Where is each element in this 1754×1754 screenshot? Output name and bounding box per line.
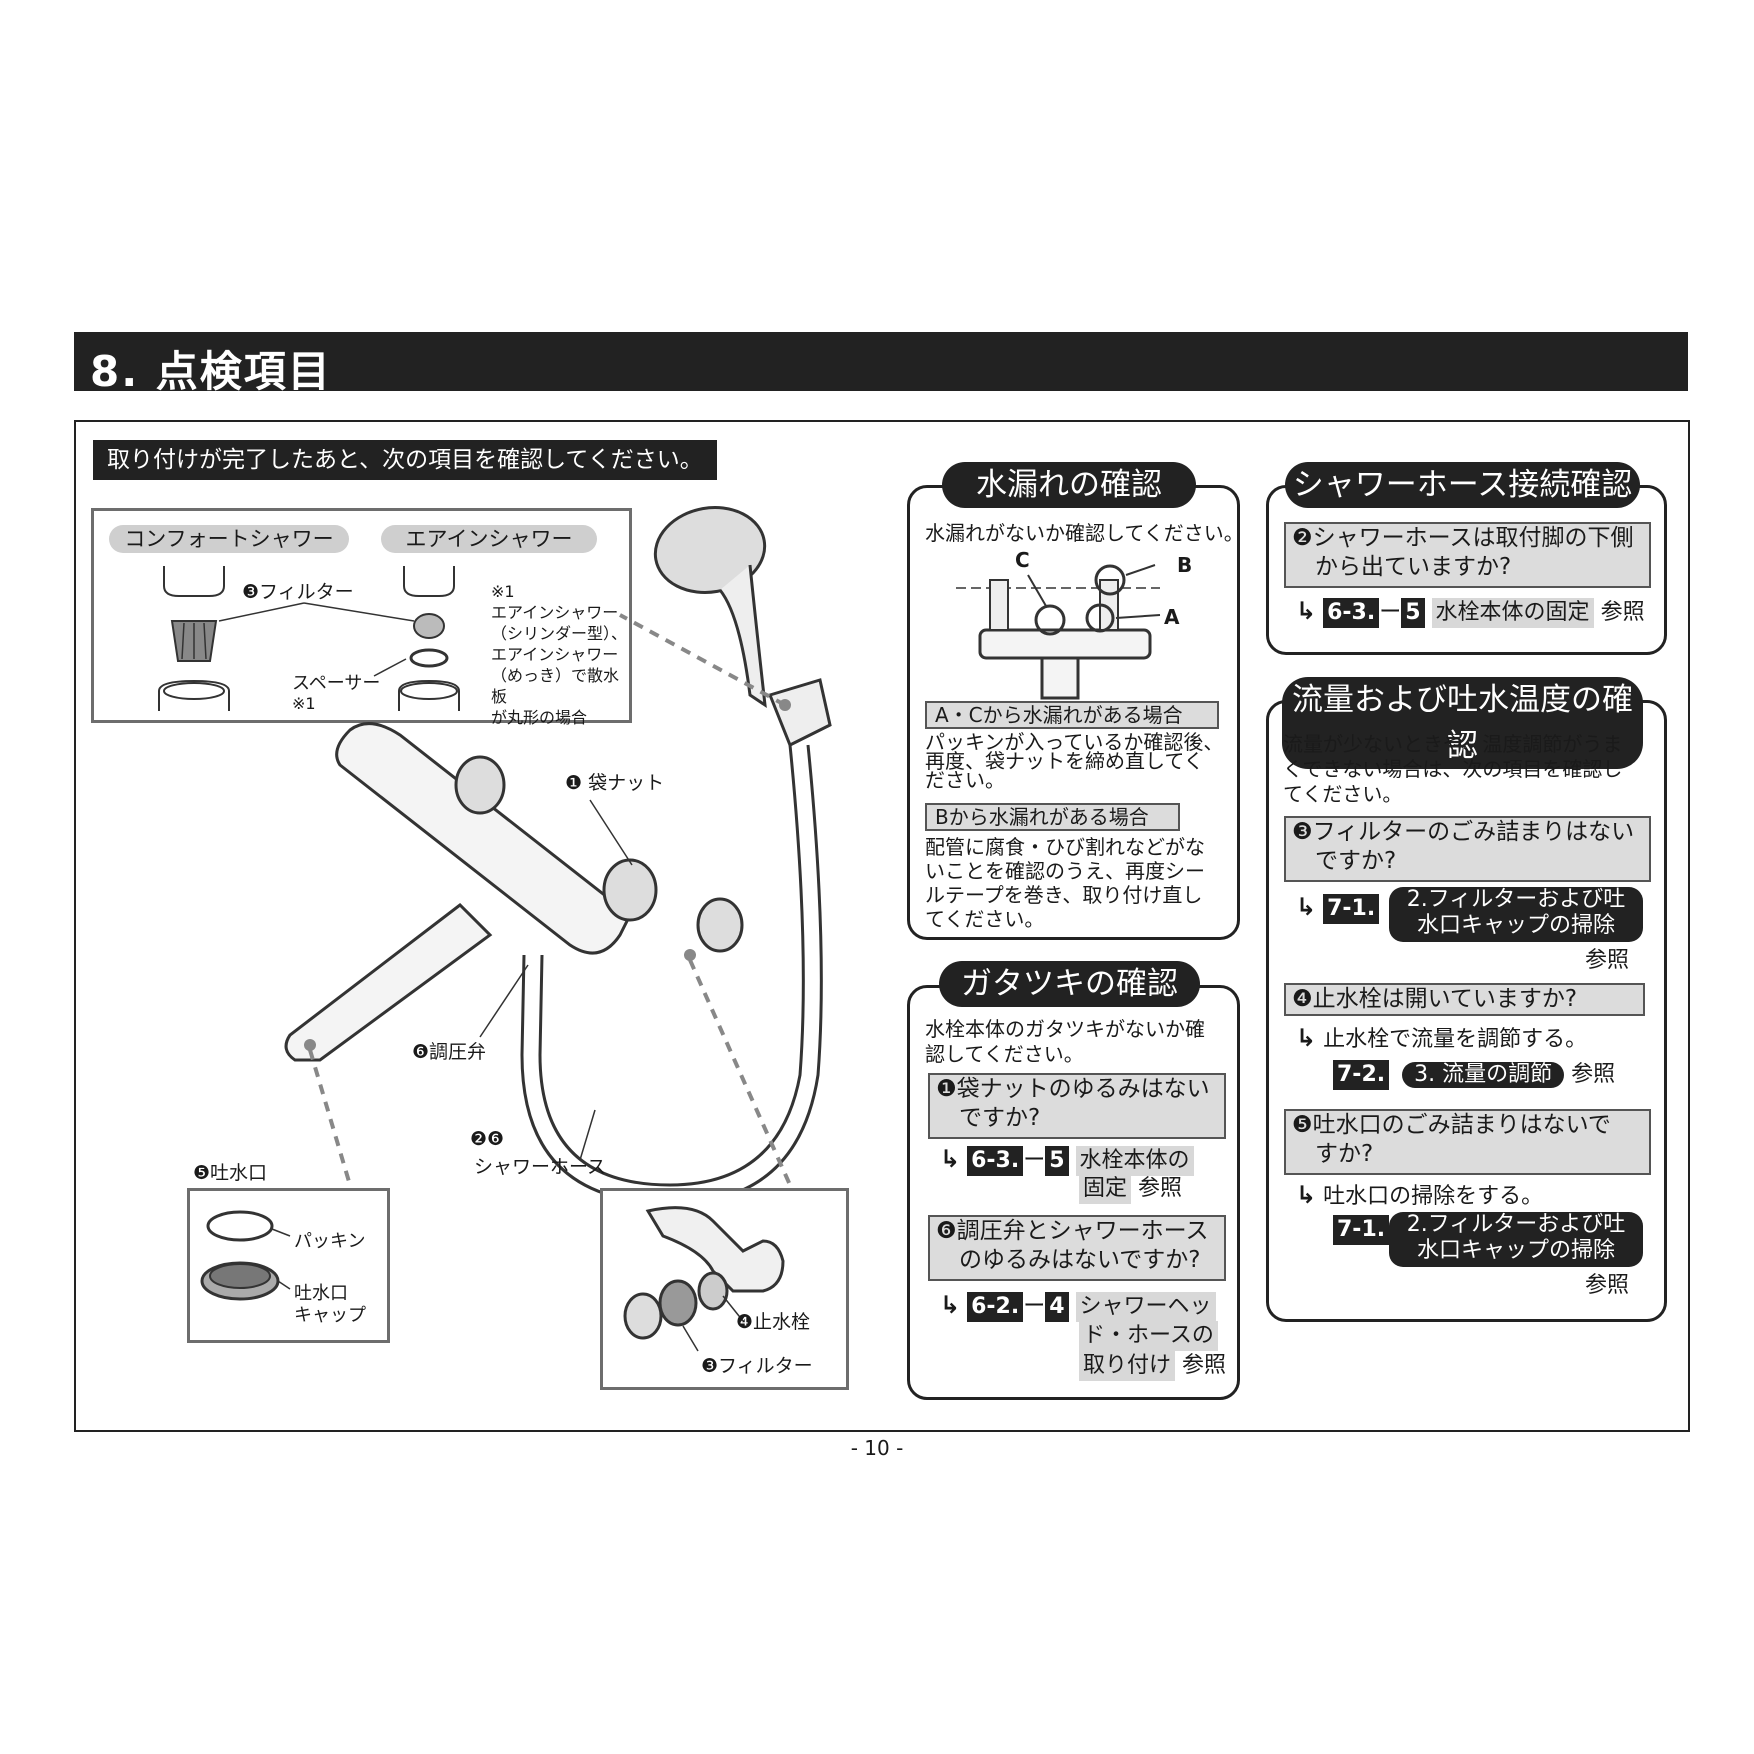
- packing-label: パッキン: [294, 1231, 366, 1252]
- flow-ref-3-pill: 2.フィルターおよび吐 水口キャップの掃除: [1389, 887, 1643, 942]
- content-frame: [74, 420, 1690, 1432]
- ref-section-badge: 7-2.: [1333, 1060, 1390, 1090]
- ref-arrow-icon: ↳: [940, 1291, 961, 1319]
- leak-label-c: C: [1015, 548, 1030, 572]
- ref-section-badge: 7-1.: [1323, 894, 1380, 924]
- ref-arrow-icon: ↳: [1296, 1024, 1317, 1052]
- ref-section-badge: 6-3.: [967, 1146, 1024, 1176]
- spout-cap-label-2: キャップ: [294, 1305, 366, 1326]
- leak-case-b: Bから水漏れがある場合: [925, 803, 1180, 831]
- flow-ref-4-pill: 3. 流量の調節: [1402, 1062, 1565, 1088]
- flow-question-3: ❸フィルターのごみ詰まりはない ですか?: [1284, 816, 1651, 882]
- ref-arrow-icon: ↳: [940, 1145, 961, 1173]
- airin-note: エアインシャワー （シリンダー型）、 エアインシャワー （めっき）で散水板 が丸…: [491, 603, 628, 727]
- leak-points-illustration: [956, 564, 1161, 700]
- ref-title: 水栓本体の: [1075, 1146, 1194, 1176]
- leak-check-title: 水漏れの確認: [942, 462, 1196, 508]
- stop-valve-inset: ❹止水栓 ❸フィルター: [600, 1188, 849, 1390]
- intro-label: 取り付けが完了したあと、次の項目を確認してください。: [93, 440, 717, 480]
- rattle-check-desc: 水栓本体のガタツキがないか確 認してください。: [925, 1017, 1205, 1066]
- airin-shower-label: エアインシャワー: [381, 525, 597, 553]
- rattle-question-2: ❻調圧弁とシャワーホース のゆるみはないですか?: [928, 1215, 1226, 1281]
- rattle-question-1: ❶袋ナットのゆるみはない ですか?: [928, 1073, 1226, 1139]
- ref-section-badge: 7-1.: [1333, 1215, 1390, 1245]
- hose-num-label: ❷❻: [470, 1128, 505, 1150]
- flow-ref-5: 7-1.: [1333, 1215, 1390, 1245]
- filter-parts-illustration: [158, 566, 460, 711]
- spout-cap-label-1: 吐水口: [294, 1283, 348, 1304]
- hose-question-1: ❷シャワーホースは取付脚の下側 から出ていますか?: [1284, 522, 1651, 588]
- spacer-label: スペーサー: [292, 673, 381, 694]
- page-number: - 10 -: [850, 1436, 904, 1460]
- ref-arrow-icon: ↳: [1296, 1181, 1317, 1209]
- ref-arrow-icon: ↳: [1296, 893, 1317, 921]
- ref-number-badge: 5: [1045, 1146, 1069, 1176]
- rattle-ref-2-cont2: 取り付け 参照: [1079, 1351, 1226, 1381]
- spout-label: ❺吐水口: [193, 1162, 268, 1184]
- page-title: 8. 点検項目: [90, 347, 332, 396]
- nut-label: ❶ 袋ナット: [565, 772, 665, 794]
- flow-question-4: ❹止水栓は開いていますか?: [1284, 983, 1645, 1016]
- leak-check-desc: 水漏れがないか確認してください。: [925, 521, 1244, 545]
- flow-check-title: 流量および吐水温度の確認: [1282, 677, 1643, 769]
- leak-label-a: A: [1164, 605, 1180, 629]
- comfort-shower-label: コンフォートシャワー: [109, 525, 349, 553]
- flow-ref-5-pill: 2.フィルターおよび吐 水口キャップの掃除: [1389, 1212, 1643, 1267]
- hose-check-title: シャワーホース接続確認: [1285, 462, 1640, 508]
- flow-answer-5: ↳ 吐水口の掃除をする。: [1296, 1181, 1544, 1209]
- flow-check-desc: 流量が少ないときや、温度調節がうま くできない場合は、次の項目を確認し てくださ…: [1283, 732, 1623, 806]
- flow-ref-3-suffix: 参照: [1585, 948, 1630, 973]
- leak-case-ac-text: パッキンが入っているか確認後、 再度、袋ナットを締め直してく ださい。: [925, 730, 1224, 792]
- stop-valve-illustration: [623, 1206, 785, 1352]
- leak-label-b: B: [1177, 553, 1193, 577]
- flow-ref-5-suffix: 参照: [1585, 1273, 1630, 1298]
- title-bar: 8. 点検項目: [74, 332, 1688, 396]
- rattle-check-title: ガタツキの確認: [939, 961, 1200, 1007]
- rattle-ref-1-cont: 固定 参照: [1079, 1174, 1182, 1204]
- ref-number-badge: 4: [1045, 1292, 1069, 1322]
- ref-number-badge: 5: [1401, 598, 1425, 628]
- filter-label: ❸フィルター: [242, 581, 354, 603]
- spout-inset: パッキン 吐水口 キャップ: [187, 1188, 390, 1343]
- ref-section-badge: 6-2.: [967, 1292, 1024, 1322]
- stop-valve-label: ❹止水栓: [736, 1311, 811, 1333]
- ref-arrow-icon: ↳: [1296, 597, 1317, 625]
- valve-label: ❻調圧弁: [412, 1041, 487, 1063]
- ref-section-badge: 6-3.: [1323, 598, 1380, 628]
- faucet-diagram: [284, 506, 832, 1205]
- flow-ref-4: 7-2. 3. 流量の調節 参照: [1333, 1060, 1615, 1090]
- spacer-note: ※1: [292, 694, 316, 713]
- flow-answer-4: ↳ 止水栓で流量を調節する。: [1296, 1024, 1588, 1052]
- flow-ref-3: ↳ 7-1.: [1296, 892, 1380, 924]
- flow-question-5: ❺吐水口のごみ詰まりはないで すか?: [1284, 1109, 1651, 1175]
- shower-type-inset: コンフォートシャワー エアインシャワー ❸フィルター ※1 エアインシャワー （…: [91, 508, 632, 727]
- spout-parts-illustration: [200, 1210, 291, 1301]
- leak-case-b-text: 配管に腐食・ひび割れなどがな いことを確認のうえ、再度シー ルテープを巻き、取り…: [925, 835, 1205, 931]
- rattle-ref-2-cont: ド・ホースの: [1079, 1321, 1218, 1351]
- hose-label: シャワーホース: [474, 1156, 607, 1178]
- airin-note-mark: ※1: [491, 582, 515, 601]
- stop-valve-filter-label: ❸フィルター: [701, 1355, 813, 1377]
- leak-case-ac: A・Cから水漏れがある場合: [925, 701, 1219, 729]
